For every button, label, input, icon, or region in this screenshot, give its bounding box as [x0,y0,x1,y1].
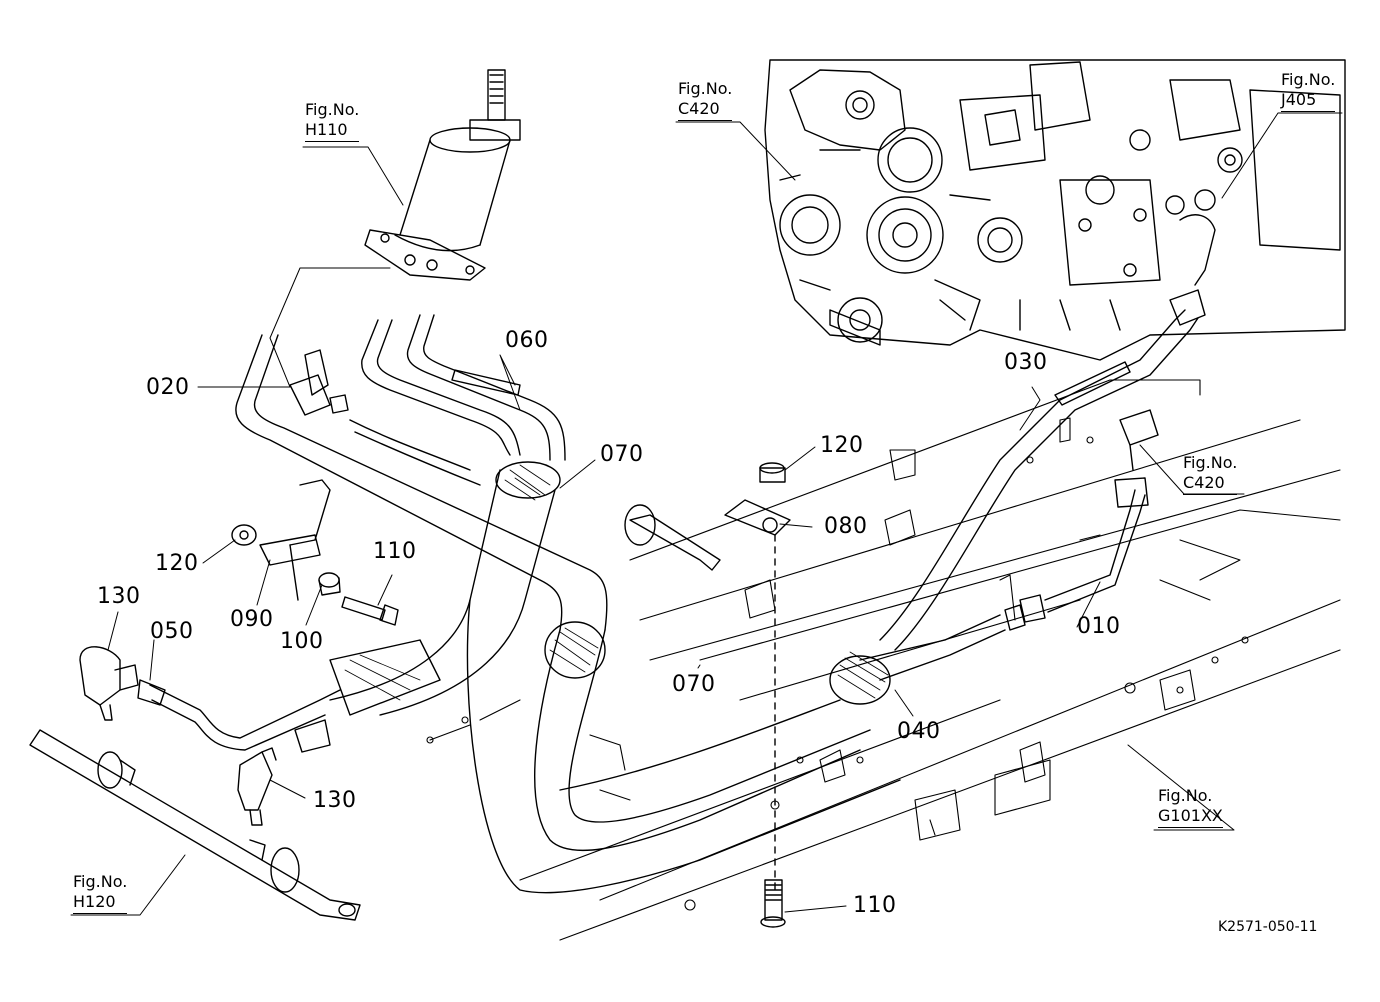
part-label-110-left: 110 [373,539,417,564]
engine-block [765,60,1345,360]
fig-label: Fig.No. [305,100,360,119]
part-label-090: 090 [230,607,274,632]
part-label-070-top: 070 [600,442,644,467]
part-label-070-lower: 070 [672,672,716,697]
fig-code: H110 [305,120,360,142]
part-label-130-left: 130 [97,584,141,609]
part-label-100: 100 [280,629,324,654]
figure-ref-h110: Fig.No. H110 [305,100,360,142]
part-label-080: 080 [824,514,868,539]
part-label-010: 010 [1077,614,1121,639]
part-label-040: 040 [897,719,941,744]
figure-ref-g101xx: Fig.No. G101XX [1158,786,1223,828]
part-label-120-top: 120 [820,433,864,458]
sleeve-mesh [345,465,888,700]
figure-ref-j405: Fig.No. J405 [1281,70,1336,112]
part-label-120-left: 120 [155,551,199,576]
hoses [80,290,1205,893]
drawing-reference-number: K2571-050-11 [1218,919,1318,935]
fig-label: Fig.No. [678,79,733,98]
leader-lines [71,113,1342,915]
figure-ref-c420-right: Fig.No. C420 [1183,453,1238,495]
fig-label: Fig.No. [1281,70,1336,89]
part-label-050: 050 [150,619,194,644]
fig-code: G101XX [1158,806,1223,828]
fig-code: C420 [1183,473,1238,495]
fig-label: Fig.No. [73,872,128,891]
part-label-060: 060 [505,328,549,353]
fig-code: C420 [678,99,733,121]
part-label-110-bottom: 110 [853,893,897,918]
fig-label: Fig.No. [1183,453,1238,472]
figure-ref-h120: Fig.No. H120 [73,872,128,914]
fig-code: J405 [1281,90,1336,112]
hardware [30,463,790,927]
fig-label: Fig.No. [1158,786,1213,805]
part-label-130-bottom: 130 [313,788,357,813]
fig-code: H120 [73,892,128,914]
figure-ref-c420-top: Fig.No. C420 [678,79,733,121]
part-label-030: 030 [1004,350,1048,375]
chassis-frame [427,380,1340,940]
part-label-020: 020 [146,375,190,400]
steering-cylinder [365,70,520,280]
